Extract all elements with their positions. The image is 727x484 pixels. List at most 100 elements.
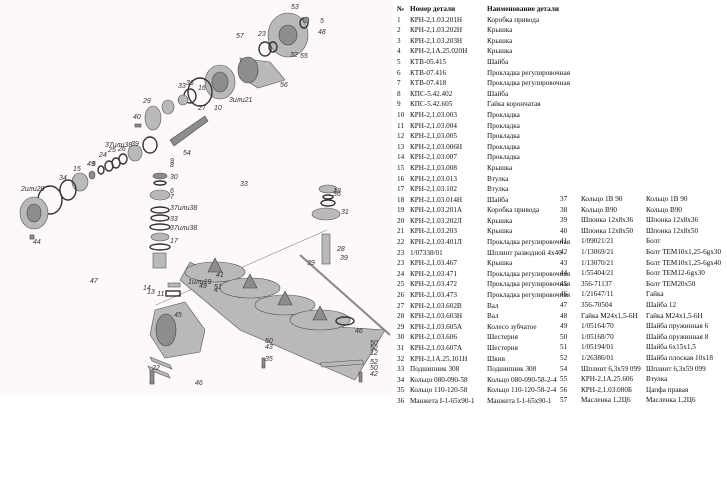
nut-9 <box>152 172 168 180</box>
part-no: 10 <box>397 110 405 119</box>
callout-label: 45 <box>174 312 182 319</box>
part-no: 18 <box>397 195 405 204</box>
callout-label: 7 <box>170 194 175 201</box>
part-name: Вал <box>487 301 499 310</box>
part-no: 49 <box>560 322 568 331</box>
part-no: 55 <box>560 375 568 384</box>
bolt-45 <box>149 369 155 385</box>
part-no: 42 <box>560 247 568 256</box>
part-no: 23 <box>397 259 405 268</box>
part-no: 24 <box>397 269 405 278</box>
shaft-assembly <box>19 88 209 240</box>
gear-31 <box>311 207 341 221</box>
part-no: 47 <box>560 300 568 309</box>
part-no: 34 <box>397 375 405 384</box>
callout-label: 44 <box>33 239 41 246</box>
part-number: 1/05168/70 <box>581 332 614 341</box>
part-number: КРН-2,1.03.007 <box>410 153 457 162</box>
part-no: 22 <box>397 238 405 247</box>
header-no: № <box>397 5 405 13</box>
part-name: Гайка корончатая <box>487 100 541 109</box>
part-number: Шплинт 6,3х59 099 <box>581 364 641 373</box>
bearing-33 <box>161 99 175 115</box>
callout-label: 26 <box>117 146 126 153</box>
bearing-33b <box>127 144 143 162</box>
part-no: 45 <box>560 279 568 288</box>
part-no: 36 <box>397 396 405 405</box>
cover-15 <box>71 172 89 192</box>
part-name: Крышка <box>487 163 513 172</box>
shim-24 <box>104 160 114 172</box>
part-number: Кольцо 110-120-58 <box>410 386 468 395</box>
table-row: 42 1/13069/21 Болт ТЕМ10х1,25-6gх30 <box>560 247 726 258</box>
callout-label: 37или38 <box>105 142 132 149</box>
part-name: Прокладка регулировочная <box>487 79 571 88</box>
part-name: Шплинт 6,3х59 099 <box>646 364 706 373</box>
part-number: КРН-2,1А.25.020Н <box>410 47 468 56</box>
part-name: Прокладка <box>487 142 520 151</box>
part-number: КРН-2,1.03.607А <box>410 344 463 352</box>
part-number: КРН-2,1.03.201Н <box>410 15 463 24</box>
callout-label: 10 <box>214 105 222 112</box>
callout-label: 42 <box>370 371 378 378</box>
part-name: Болт ТЕМ10х1,25-6gх30 <box>646 247 722 256</box>
table-row: 10 КРН-2,1.03.003 Прокладка <box>397 110 567 121</box>
washer-18 <box>322 194 334 200</box>
part-name: Гайка <box>646 290 664 299</box>
part-number: КРН-2,1.03.203Н <box>410 36 463 45</box>
housing-bore <box>155 313 177 347</box>
part-no: 23 <box>397 248 405 257</box>
washer-5b <box>97 165 105 175</box>
ring-37 <box>142 136 158 154</box>
callout-label: 46 <box>195 380 203 387</box>
shaft-27 <box>169 115 209 147</box>
part-name: Крышка <box>487 36 513 45</box>
bearing-33d <box>318 184 338 194</box>
part-name: Манжета I-1-65х90-1 <box>487 396 552 405</box>
ring-37c <box>149 223 171 231</box>
nut-48 <box>302 16 310 24</box>
part-no: 56 <box>560 385 568 394</box>
gear-30 <box>149 189 171 201</box>
part-name: Шайба 6х15х1,5 <box>646 343 696 352</box>
part-no: 12 <box>397 132 405 141</box>
part-number: КРН-2,1А.25.606 <box>581 375 634 384</box>
part-name: Прокладка <box>487 153 520 162</box>
bolt-42 <box>358 371 363 383</box>
part-name: Вал <box>487 312 499 321</box>
part-number: КРН-2,1.03.003 <box>410 110 457 119</box>
part-name: Крышка <box>487 47 513 56</box>
part-name: Кольцо В90 <box>646 205 683 214</box>
vertical-stack <box>149 172 341 306</box>
callout-label: 16 <box>198 85 206 92</box>
callout-label: 40 <box>133 114 141 121</box>
part-name: Болт ТЕМ12-6gх30 <box>646 269 705 278</box>
part-name: Шайба <box>487 89 509 98</box>
callout-label: 9 <box>170 158 174 165</box>
callout-label: 33 <box>178 83 186 90</box>
part-no: 40 <box>560 226 568 235</box>
callout-label: 49 <box>199 283 207 290</box>
part-number: 1/13069/21 <box>581 247 614 256</box>
cover-2-bore <box>26 203 42 223</box>
callout-label: 5 <box>320 18 324 25</box>
part-name: Втулка <box>487 174 509 183</box>
part-name: Прокладка <box>487 110 520 119</box>
part-no: 31 <box>397 344 405 352</box>
part-name: Шпонка 12х8х36 <box>646 216 699 225</box>
callout-label: 37или38 <box>170 225 197 232</box>
callout-label: 56 <box>280 82 288 89</box>
